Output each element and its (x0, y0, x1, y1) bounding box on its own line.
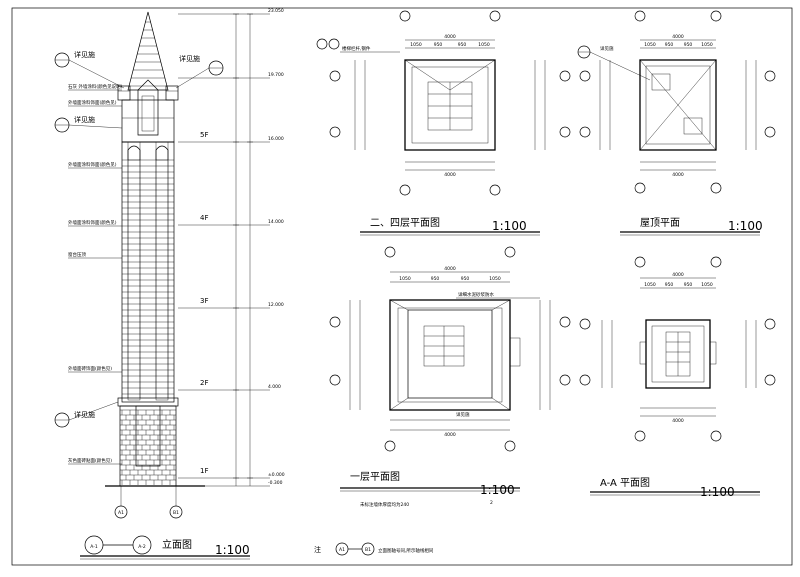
svg-text:外墙面砖饰面(颜色见): 外墙面砖饰面(颜色见) (68, 365, 112, 372)
brick-hatch (120, 409, 176, 485)
svg-text:950: 950 (684, 42, 693, 48)
level-tags: 23.050 19.700 16.000 14.000 12.000 4.000… (268, 8, 285, 486)
svg-text:23.050: 23.050 (268, 8, 284, 14)
svg-text:950: 950 (434, 42, 443, 48)
svg-text:外墙面涂料饰面(颜色见): 外墙面涂料饰面(颜色见) (68, 99, 117, 106)
grid-label-a1: A1 (118, 510, 124, 516)
svg-text:A-1: A-1 (90, 544, 98, 550)
plan-1-view: 4000 1050 950 950 1050 4000 详细水泥砂浆防水 详见施… (329, 246, 571, 508)
svg-text:3F: 3F (200, 297, 208, 305)
svg-text:19.700: 19.700 (268, 72, 284, 78)
sheet-border (11, 7, 793, 566)
material-notes: 石灰 外墙涂料(颜色见说明) 外墙面涂料饰面(颜色见) 外墙面涂料饰面(颜色见)… (68, 83, 123, 465)
svg-text:灰色面砖贴面(颜色见): 灰色面砖贴面(颜色见) (68, 457, 112, 464)
callout-4: 详见施 (179, 54, 200, 63)
svg-text:1:100: 1:100 (728, 219, 763, 233)
plan-aa-view: 4000 1050 950 950 1050 4000 A-A 平面图 1:10… (579, 256, 776, 499)
svg-text:4000: 4000 (672, 34, 684, 40)
footer-note: 注 A1 B1 立面图轴号同,所示轴线相同 (314, 542, 434, 556)
svg-text:4000: 4000 (672, 172, 684, 178)
plan-1-note: 详细水泥砂浆防水 (458, 291, 494, 298)
svg-text:1F: 1F (200, 467, 208, 475)
svg-text:外墙面涂料饰面(颜色见): 外墙面涂料饰面(颜色见) (68, 161, 117, 168)
svg-text:4.000: 4.000 (268, 384, 281, 390)
elevation-scale: 1:100 (215, 543, 250, 557)
svg-text:1:100: 1:100 (492, 219, 527, 233)
dormer-window (137, 79, 159, 136)
roof-plan-title: 屋顶平面 (640, 217, 680, 229)
elevation-title: 立面图 (162, 538, 192, 551)
svg-text:4000: 4000 (444, 172, 456, 178)
svg-text:5F: 5F (200, 131, 208, 139)
svg-text:950: 950 (665, 42, 674, 48)
svg-text:950: 950 (461, 276, 470, 282)
svg-text:950: 950 (458, 42, 467, 48)
svg-text:16.000: 16.000 (268, 136, 284, 142)
svg-text:4000: 4000 (672, 272, 684, 278)
svg-text:石灰 外墙涂料(颜色见说明): 石灰 外墙涂料(颜色见说明) (68, 83, 123, 90)
plan-2-4-note: 楼梯栏杆,钢件 (342, 45, 371, 52)
svg-text:注: 注 (314, 545, 321, 554)
svg-text:2F: 2F (200, 379, 208, 387)
callout-2: 详见施 (74, 115, 95, 124)
brick-base (119, 405, 177, 487)
svg-text:1050: 1050 (644, 282, 656, 288)
svg-text:B1: B1 (365, 547, 371, 553)
plan-2-4-view: 4000 1050 950 950 1050 4000 楼梯栏杆,钢件 二、四层… (316, 10, 571, 236)
svg-text:详见施: 详见施 (456, 411, 470, 418)
svg-text:-0.300: -0.300 (268, 480, 283, 486)
spire-shingles (129, 21, 167, 87)
svg-text:4000: 4000 (672, 418, 684, 424)
elevation-view: A1 B1 23.050 19.700 16.000 (54, 8, 285, 560)
svg-text:未标注墙体厚度均为240: 未标注墙体厚度均为240 (360, 501, 409, 508)
tower-shaft (121, 141, 175, 403)
svg-text:1050: 1050 (489, 276, 501, 282)
svg-text:立面图轴号同,所示轴线相同: 立面图轴号同,所示轴线相同 (378, 547, 434, 554)
svg-text:1050: 1050 (399, 276, 411, 282)
svg-text:详见施: 详见施 (600, 45, 614, 52)
svg-text:A-2: A-2 (138, 544, 146, 550)
plan-aa-title: A-A 平面图 (600, 477, 650, 489)
svg-text:1:100: 1:100 (700, 485, 735, 499)
arch-right (155, 145, 169, 160)
svg-text:外墙面涂料饰面(颜色见): 外墙面涂料饰面(颜色见) (68, 219, 117, 226)
grid-label-b1: B1 (173, 510, 179, 516)
level-lines (178, 13, 270, 487)
svg-text:窗台压顶: 窗台压顶 (68, 251, 86, 258)
svg-text:14.000: 14.000 (268, 219, 284, 225)
plan-2-4-title: 二、四层平面图 (370, 217, 440, 229)
grid-bubble-a1 (114, 505, 128, 519)
svg-text:950: 950 (431, 276, 440, 282)
svg-text:A1: A1 (339, 547, 345, 553)
svg-text:±0.000: ±0.000 (268, 472, 285, 478)
spire-roof (127, 11, 169, 91)
svg-text:950: 950 (684, 282, 693, 288)
floor-markers: 5F 4F 3F 2F 1F (200, 131, 208, 475)
svg-text:4F: 4F (200, 214, 208, 222)
svg-text:4000: 4000 (444, 266, 456, 272)
svg-text:4000: 4000 (444, 432, 456, 438)
tower-upper (121, 99, 175, 143)
plan-1-title: 一层平面图 (350, 471, 400, 483)
callout-1: 详见施 (74, 50, 95, 59)
svg-text:1050: 1050 (410, 42, 422, 48)
facade-tile-grid (122, 142, 174, 398)
svg-text:950: 950 (665, 282, 674, 288)
arch-left (127, 145, 141, 160)
svg-text:1050: 1050 (701, 42, 713, 48)
svg-text:12.000: 12.000 (268, 302, 284, 308)
svg-text:4000: 4000 (444, 34, 456, 40)
svg-text:1:100: 1:100 (480, 483, 515, 497)
roof-plan-view: 4000 1050 950 950 1050 4000 详见施 屋顶平面 1:1… (577, 10, 776, 236)
page-number: 2 (490, 500, 493, 506)
grid-bubble-b1 (169, 505, 183, 519)
svg-text:1050: 1050 (644, 42, 656, 48)
svg-text:1050: 1050 (701, 282, 713, 288)
svg-text:1050: 1050 (478, 42, 490, 48)
